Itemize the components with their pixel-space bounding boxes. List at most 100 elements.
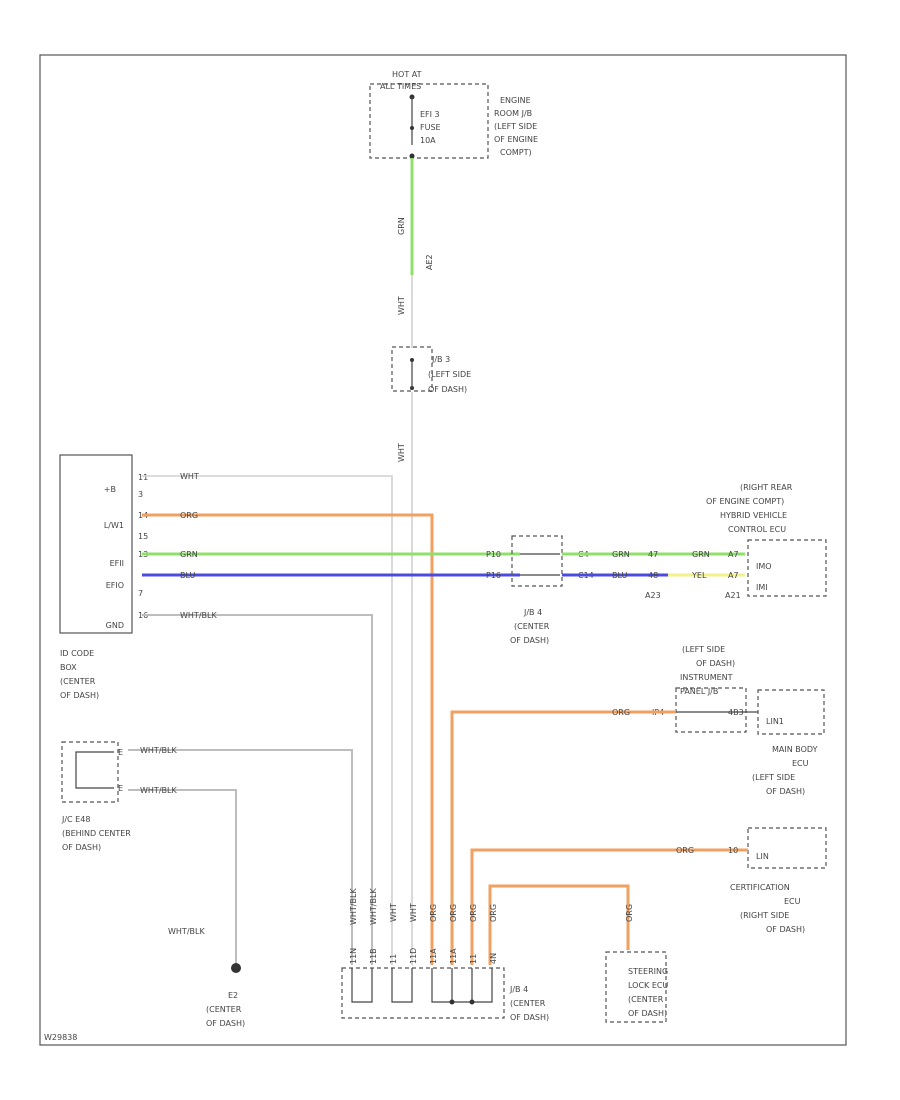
jb4-mid-name-3: OF DASH) xyxy=(510,636,549,645)
fuse-symbol xyxy=(410,126,414,130)
ground-name-3: OF DASH) xyxy=(206,1019,245,1028)
cert-name-1: CERTIFICATION xyxy=(730,883,790,892)
steering-lock-ecu: STEERING LOCK ECU (CENTER OF DASH) xyxy=(605,951,668,1023)
cert-name-3: (RIGHT SIDE xyxy=(740,911,789,920)
id-pin-num-4: 15 xyxy=(138,532,148,541)
jb4-splice-1 xyxy=(449,999,455,1005)
wire-org-cert xyxy=(470,848,748,965)
hvc-name-3: HYBRID VEHICLE xyxy=(720,511,787,520)
efi-fuse-line2: FUSE xyxy=(420,123,441,132)
all-times-label: ALL TIMES xyxy=(380,82,421,91)
hot-at-label: HOT AT xyxy=(392,70,422,79)
wire-blu-hvc-label: BLU xyxy=(612,571,628,580)
wire-org-inst-label: ORG xyxy=(612,708,630,717)
wire-whtblk-jc1-label: WHT/BLK xyxy=(140,746,177,755)
main-body-name-1: MAIN BODY xyxy=(772,745,818,754)
jc-name-2: (BEHIND CENTER xyxy=(62,829,131,838)
wire-grn-efii-label: GRN xyxy=(180,550,198,559)
jb4-bus-b xyxy=(391,968,413,1003)
id-box-name-1: ID CODE xyxy=(60,649,94,658)
steering-name-4: OF DASH) xyxy=(628,1009,667,1018)
main-body-name-2: ECU xyxy=(792,759,809,768)
cert-pin-lin: LIN xyxy=(756,852,769,861)
id-pin-efii: EFII xyxy=(110,559,124,568)
bottom-wire-1: WHT/BLK xyxy=(349,888,358,925)
wire-whtblk-gnd xyxy=(142,614,373,965)
bottom-pin-2: 11B xyxy=(369,948,378,964)
hvc-pin-num-4: A7 xyxy=(728,571,739,580)
wire-org-inst xyxy=(450,710,676,965)
hvc-pin-num-2: 48 xyxy=(648,571,658,580)
engine-room-jb-box xyxy=(369,83,489,159)
ground-name-2: (CENTER xyxy=(206,1005,242,1014)
hybrid-vehicle-control-ecu: IMO IMI (RIGHT REAR OF ENGINE COMPT) HYB… xyxy=(706,483,827,597)
wire-ground-label: WHT/BLK xyxy=(168,927,205,936)
hvc-box xyxy=(747,539,827,597)
main-body-ecu-box xyxy=(757,689,825,735)
id-pin-num-6: 7 xyxy=(138,589,143,598)
wire-wht-b xyxy=(142,475,393,965)
fuse-terminal-bottom xyxy=(409,153,415,159)
wire-whtblk-jc2-label: WHT/BLK xyxy=(140,786,177,795)
id-box-name-4: OF DASH) xyxy=(60,691,99,700)
bottom-pin-8: 4N xyxy=(489,953,498,964)
jb4-bus-c xyxy=(431,968,493,1003)
bottom-wire-8: ORG xyxy=(489,904,498,922)
inst-pin-2: 4B3 xyxy=(728,708,744,717)
bottom-wire-3: WHT xyxy=(389,903,398,922)
wire-org-lw1 xyxy=(142,513,434,965)
cert-name-2: ECU xyxy=(784,897,801,906)
wire-whtblk-gnd-label: WHT/BLK xyxy=(180,611,217,620)
bottom-wire-4: WHT xyxy=(409,903,418,922)
id-pin-b: +B xyxy=(104,485,116,494)
bottom-wire-7: ORG xyxy=(469,904,478,922)
jb3-name-3: OF DASH) xyxy=(428,385,467,394)
id-pin-efio: EFIO xyxy=(106,581,124,590)
wire-blu-efio-label: BLU xyxy=(180,571,196,580)
jb4-bottom-name-2: (CENTER xyxy=(510,999,546,1008)
main-body-name-4: OF DASH) xyxy=(766,787,805,796)
hvc-pin-num-1: 47 xyxy=(648,550,658,559)
wire-yel-hvc-label: YEL xyxy=(691,571,707,580)
jc-box xyxy=(61,741,119,803)
jc-name-3: OF DASH) xyxy=(62,843,101,852)
main-body-pin: LIN1 xyxy=(766,717,784,726)
bottom-pin-4: 11D xyxy=(409,948,418,964)
jb4-splice-2 xyxy=(469,999,475,1005)
wire-org-steering xyxy=(488,884,630,965)
inst-name-1: (LEFT SIDE xyxy=(682,645,725,654)
bottom-wire-6: ORG xyxy=(449,904,458,922)
wire-grn-feed-label: GRN xyxy=(397,217,406,235)
jb4-bottom-name-1: J/B 4 xyxy=(509,985,528,994)
figure-id: W29838 xyxy=(44,1033,77,1042)
jb4-mid-name-2: (CENTER xyxy=(514,622,550,631)
jc-e48: E E J/C E48 (BEHIND CENTER OF DASH) xyxy=(61,741,131,852)
ground-point-e2 xyxy=(231,963,241,973)
id-code-box: +B L/W1 EFII EFIO GND 11 3 14 15 13 7 16… xyxy=(59,454,148,700)
jc-bus xyxy=(75,751,114,789)
bottom-pin-1: 11N xyxy=(349,948,358,964)
efi-fuse-line1: EFI 3 xyxy=(420,110,440,119)
jb4-mid-name-1: J/B 4 xyxy=(523,608,542,617)
hvc-name-1: (RIGHT REAR xyxy=(740,483,793,492)
jc-pin-1: E xyxy=(118,748,123,757)
diagram-border xyxy=(39,54,847,1046)
jb4-mid-pin-2: P16 xyxy=(486,571,501,580)
id-box-name-2: BOX xyxy=(60,663,77,672)
jb4-mid-pin-1: P10 xyxy=(486,550,501,559)
id-pin-num-1: 11 xyxy=(138,473,148,482)
hvc-pin-imo: IMO xyxy=(756,562,772,571)
jb4-bus-a xyxy=(351,968,373,1003)
inst-jb-box xyxy=(675,687,747,733)
hvc-pin-imi: IMI xyxy=(756,583,768,592)
engine-room-jb-name-5: COMPT) xyxy=(500,148,532,157)
bottom-wire-2: WHT/BLK xyxy=(369,888,378,925)
id-code-box-outline xyxy=(59,454,133,634)
jb4-mid-box xyxy=(511,535,563,587)
engine-room-jb-name-3: (LEFT SIDE xyxy=(494,122,537,131)
engine-room-jb-name-2: ROOM J/B xyxy=(494,109,532,118)
wire-org-steering-label: ORG xyxy=(625,904,634,922)
id-pin-lw1: L/W1 xyxy=(104,521,124,530)
id-box-name-3: (CENTER xyxy=(60,677,96,686)
